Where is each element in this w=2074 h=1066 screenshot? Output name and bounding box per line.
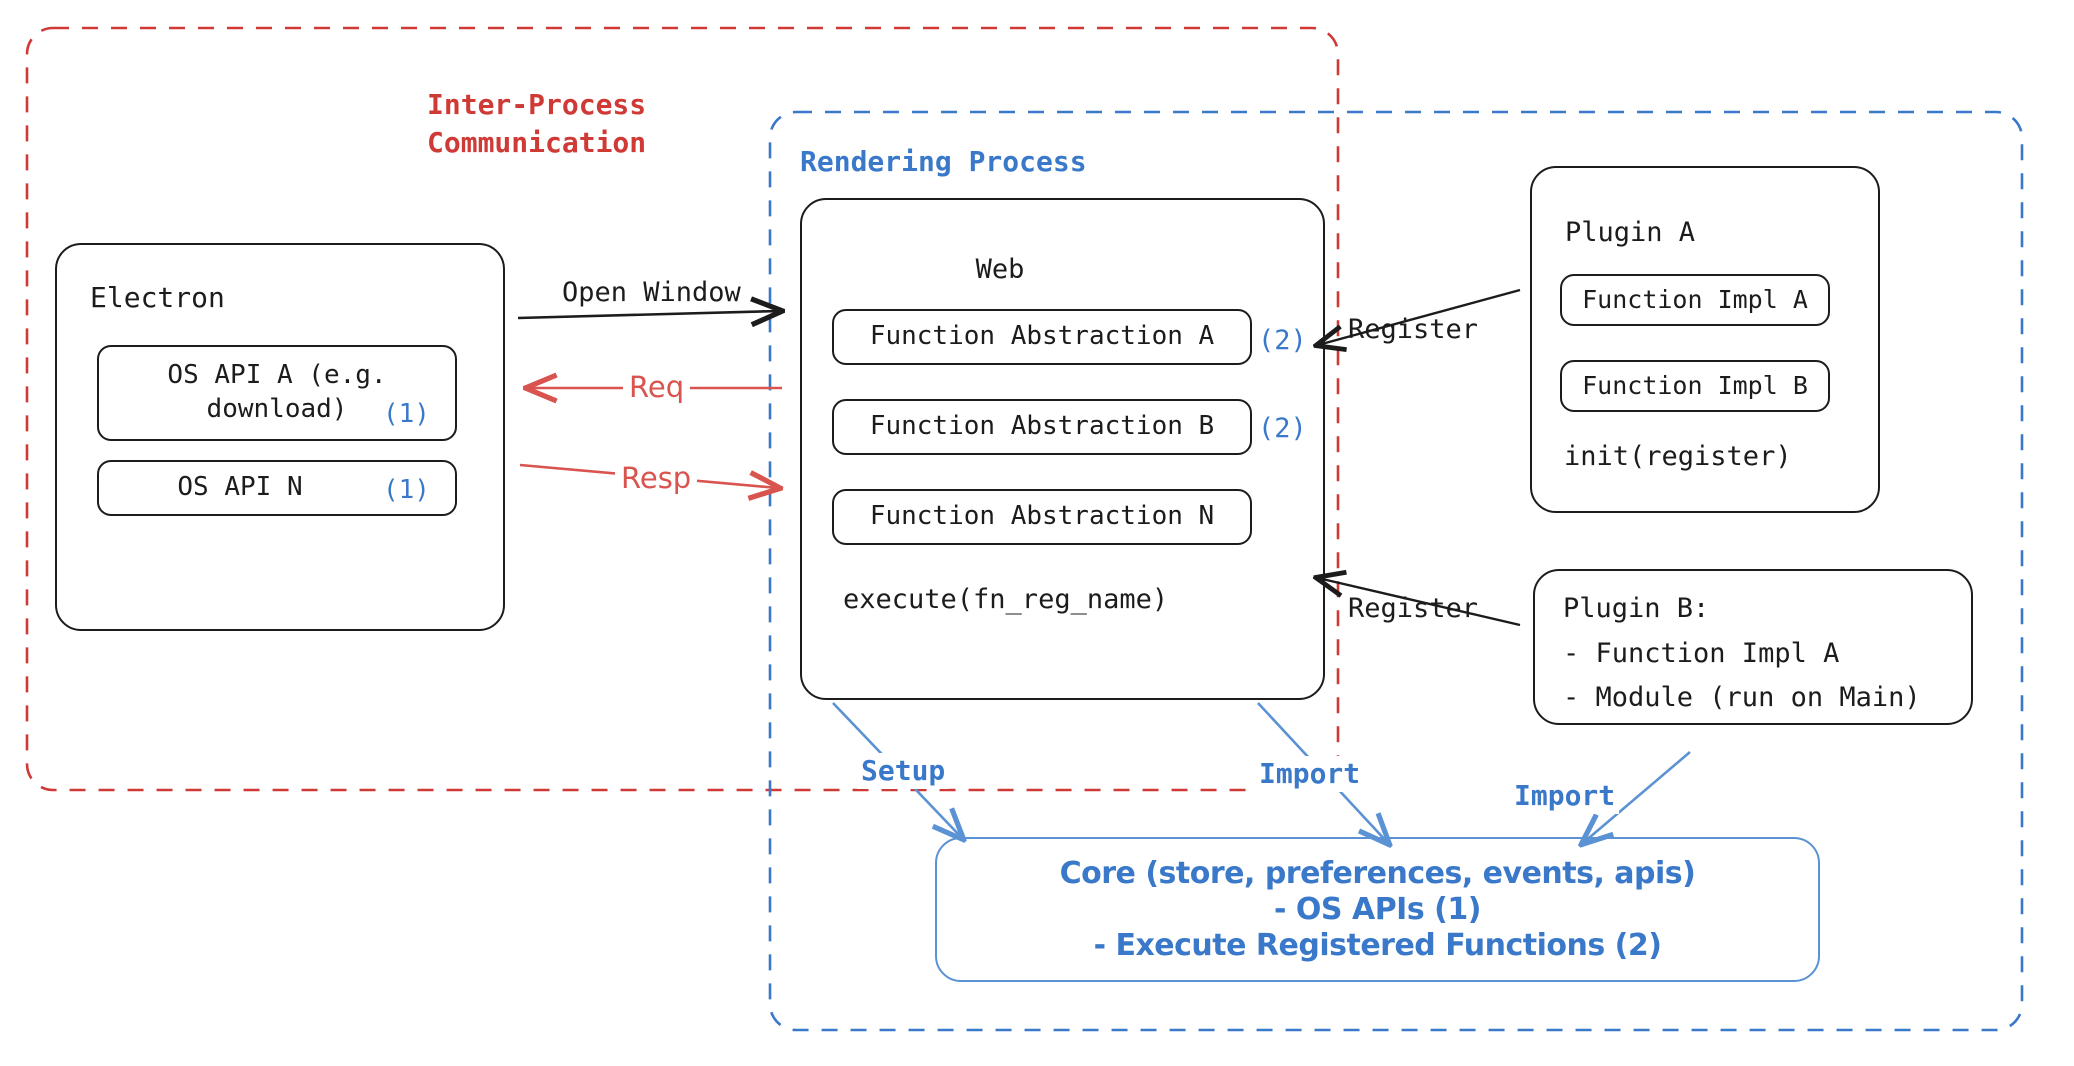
req-label: Req bbox=[623, 369, 691, 407]
web-node[interactable] bbox=[800, 198, 1325, 700]
function-abstraction-n-node[interactable]: Function Abstraction N bbox=[832, 489, 1252, 545]
function-impl-b-node[interactable]: Function Impl B bbox=[1560, 360, 1830, 412]
core-line-0: Core (store, preferences, events, apis) bbox=[1059, 856, 1696, 891]
plugin-a-node[interactable] bbox=[1530, 166, 1880, 513]
core-line-1: - OS APIs (1) bbox=[1274, 892, 1481, 927]
function-abstraction-a-label: Function Abstraction A bbox=[869, 321, 1215, 352]
function-abstraction-b-node[interactable]: Function Abstraction B bbox=[832, 399, 1252, 455]
open-window-label: Open Window bbox=[562, 277, 741, 308]
plugin-a-init-label: init(register) bbox=[1564, 441, 1792, 472]
plugin-b-line-1: - Function Impl A bbox=[1563, 638, 1840, 669]
web-execute-label: execute(fn_reg_name) bbox=[843, 584, 1169, 615]
os-api-n-node[interactable]: OS API N bbox=[97, 460, 457, 516]
function-impl-a-label: Function Impl A bbox=[1582, 285, 1808, 314]
electron-title: Electron bbox=[90, 281, 225, 314]
ipc-region-title: Inter-Process Communication bbox=[427, 88, 647, 159]
import-plugin-b-label: Import bbox=[1510, 778, 1620, 814]
function-abstraction-a-node[interactable]: Function Abstraction A bbox=[832, 309, 1252, 365]
resp-label: Resp bbox=[615, 460, 698, 498]
open-window-arrow bbox=[517, 311, 780, 318]
plugin-b-line-0: Plugin B: bbox=[1563, 593, 1710, 624]
os-api-n-label: OS API N bbox=[177, 472, 303, 503]
os-api-n-marker: (1) bbox=[383, 475, 430, 505]
function-impl-b-label: Function Impl B bbox=[1582, 371, 1808, 400]
register-plugin-b-label: Register bbox=[1348, 593, 1479, 624]
electron-node[interactable] bbox=[55, 243, 505, 631]
function-abstraction-b-marker: (2) bbox=[1258, 413, 1307, 444]
plugin-b-node[interactable] bbox=[1533, 569, 1973, 725]
register-plugin-a-label: Register bbox=[1348, 314, 1479, 345]
import-web-label: Import bbox=[1255, 756, 1365, 792]
os-api-a-label: OS API A (e.g. download) bbox=[167, 360, 387, 424]
function-impl-a-node[interactable]: Function Impl A bbox=[1560, 274, 1830, 326]
core-line-2: - Execute Registered Functions (2) bbox=[1093, 928, 1662, 963]
function-abstraction-a-marker: (2) bbox=[1258, 325, 1307, 356]
rendering-process-title: Rendering Process bbox=[800, 145, 1087, 178]
plugin-a-title: Plugin A bbox=[1565, 217, 1696, 248]
os-api-a-node[interactable]: OS API A (e.g. download) bbox=[97, 345, 457, 441]
function-abstraction-b-label: Function Abstraction B bbox=[869, 411, 1215, 442]
core-node[interactable] bbox=[935, 837, 1820, 982]
function-abstraction-n-label: Function Abstraction N bbox=[869, 501, 1215, 532]
web-title: Web bbox=[975, 254, 1025, 285]
os-api-a-marker: (1) bbox=[383, 399, 430, 429]
setup-label: Setup bbox=[857, 753, 950, 789]
plugin-b-line-2: - Module (run on Main) bbox=[1563, 682, 1921, 713]
